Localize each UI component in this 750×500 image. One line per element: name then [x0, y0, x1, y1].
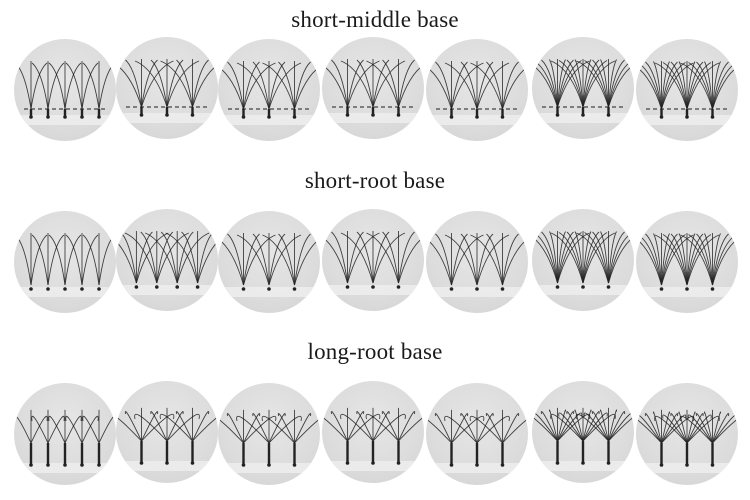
- image-row-short-root: [0, 208, 750, 318]
- eyelash-fan-icon: [532, 59, 634, 123]
- lash-photo-short-root-5: [426, 211, 528, 313]
- row-title-short-root: short-root base: [304, 168, 446, 193]
- lash-photo-long-root-4: [322, 381, 424, 483]
- lash-photo-short-root-3: [218, 211, 320, 313]
- eyelash-fan-icon: [426, 233, 528, 297]
- eyelash-fan-icon: [532, 407, 634, 471]
- lash-photo-short-root-1: [14, 211, 116, 313]
- lash-photo-short-root-6: [532, 209, 634, 311]
- lash-photo-short-middle-5: [426, 39, 528, 141]
- image-row-short-middle: [0, 36, 750, 146]
- eyelash-fan-icon: [14, 233, 116, 297]
- eyelash-fan-icon: [218, 233, 320, 297]
- eyelash-fan-icon: [636, 409, 738, 473]
- lash-photo-long-root-2: [116, 381, 218, 483]
- eyelash-fan-icon: [322, 231, 424, 295]
- eyelash-fan-icon: [532, 231, 634, 295]
- eyelash-fan-icon: [14, 409, 116, 473]
- lash-photo-long-root-7: [636, 383, 738, 485]
- image-row-long-root: [0, 380, 750, 490]
- lash-photo-short-middle-2: [116, 37, 218, 139]
- eyelash-fan-icon: [636, 233, 738, 297]
- eyelash-fan-icon: [322, 407, 424, 471]
- lash-photo-long-root-3: [218, 383, 320, 485]
- lash-photo-long-root-1: [14, 383, 116, 485]
- lash-photo-short-root-2: [116, 209, 218, 311]
- eyelash-fan-icon: [426, 409, 528, 473]
- lash-photo-short-middle-1: [14, 39, 116, 141]
- eyelash-fan-icon: [116, 59, 218, 123]
- lash-photo-long-root-6: [532, 381, 634, 483]
- row-title-long-root: long-root base: [307, 339, 443, 364]
- row-title-short-middle: short-middle base: [291, 7, 459, 32]
- eyelash-fan-icon: [636, 61, 738, 125]
- eyelash-fan-icon: [14, 61, 116, 125]
- lash-photo-short-middle-6: [532, 37, 634, 139]
- eyelash-fan-icon: [322, 59, 424, 123]
- eyelash-fan-icon: [218, 409, 320, 473]
- eyelash-fan-icon: [218, 61, 320, 125]
- eyelash-fan-icon: [116, 231, 218, 295]
- lash-photo-short-root-4: [322, 209, 424, 311]
- lash-photo-short-middle-3: [218, 39, 320, 141]
- eyelash-fan-icon: [426, 61, 528, 125]
- lash-photo-long-root-5: [426, 383, 528, 485]
- lash-photo-short-middle-4: [322, 37, 424, 139]
- lash-photo-short-root-7: [636, 211, 738, 313]
- lash-photo-short-middle-7: [636, 39, 738, 141]
- eyelash-fan-icon: [116, 407, 218, 471]
